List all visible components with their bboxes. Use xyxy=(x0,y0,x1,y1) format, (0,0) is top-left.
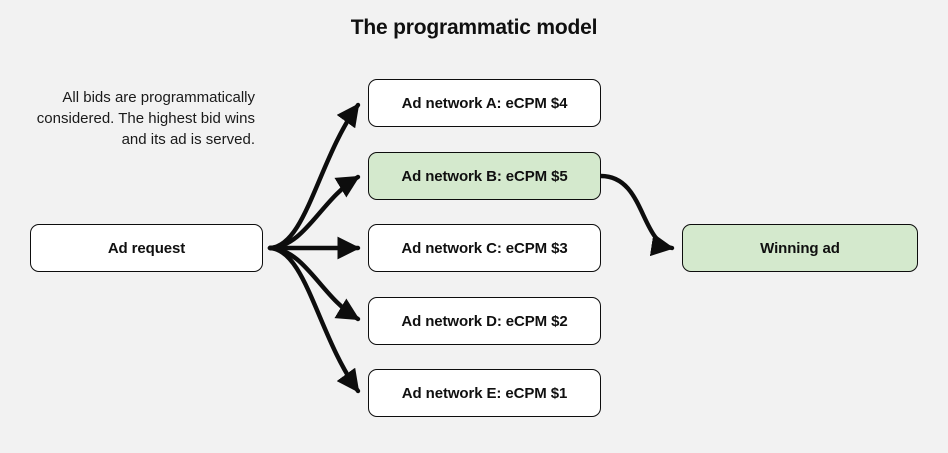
page-title: The programmatic model xyxy=(350,16,598,39)
node-ad-request-label: Ad request xyxy=(107,239,186,257)
node-ad-network-a[interactable]: Ad network A: eCPM $4 xyxy=(368,79,601,127)
node-ad-network-e-label: Ad network E: eCPM $1 xyxy=(401,384,568,402)
node-ad-network-c[interactable]: Ad network C: eCPM $3 xyxy=(368,224,601,272)
node-ad-network-d[interactable]: Ad network D: eCPM $2 xyxy=(368,297,601,345)
node-ad-network-b[interactable]: Ad network B: eCPM $5 xyxy=(368,152,601,200)
node-ad-network-e[interactable]: Ad network E: eCPM $1 xyxy=(368,369,601,417)
arrow-request-to-net-1 xyxy=(267,174,361,251)
diagram-caption: All bids are programmatically considered… xyxy=(36,89,255,148)
node-ad-network-a-label: Ad network A: eCPM $4 xyxy=(401,94,568,112)
node-ad-network-d-label: Ad network D: eCPM $2 xyxy=(401,312,568,330)
node-ad-network-b-label: Ad network B: eCPM $5 xyxy=(401,167,568,185)
arrow-request-to-net-4 xyxy=(267,245,361,394)
node-winning-ad[interactable]: Winning ad xyxy=(682,224,918,272)
arrow-net-1-to-winner xyxy=(598,173,675,257)
node-ad-request[interactable]: Ad request xyxy=(30,224,263,272)
arrow-request-to-net-0 xyxy=(267,102,361,251)
arrow-request-to-net-3 xyxy=(267,245,361,322)
node-winning-ad-label: Winning ad xyxy=(760,239,840,257)
node-ad-network-c-label: Ad network C: eCPM $3 xyxy=(401,239,568,257)
